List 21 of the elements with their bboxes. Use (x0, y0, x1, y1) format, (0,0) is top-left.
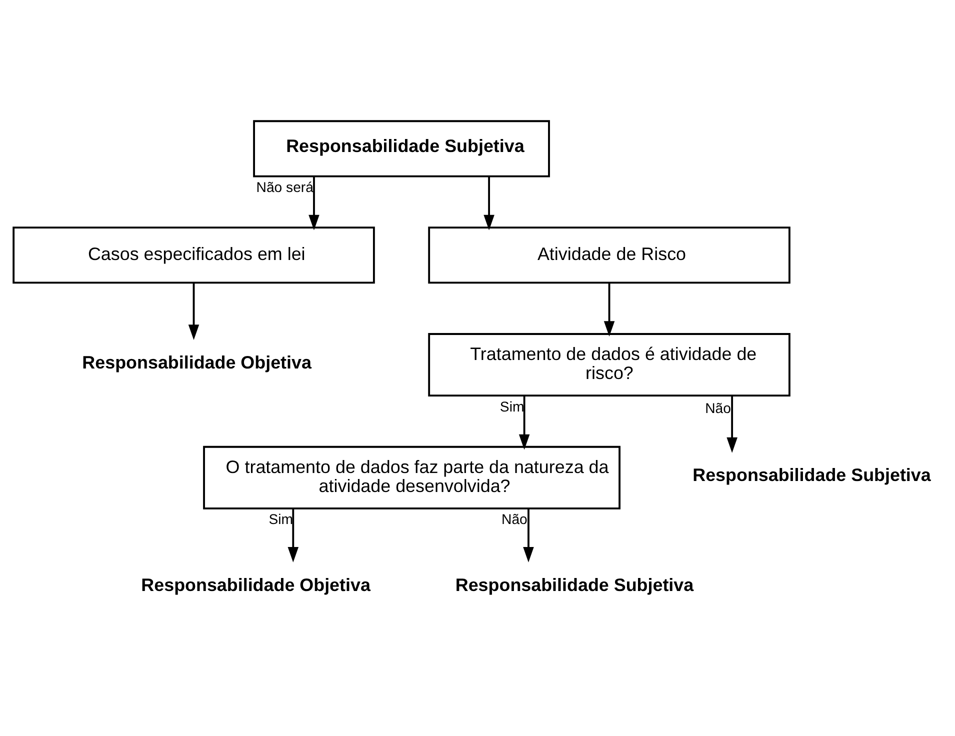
arrow (188, 282, 200, 340)
node-box: Tratamento de dados é atividade de risco? (428, 333, 790, 397)
node-box: Casos especificados em lei (12, 226, 375, 284)
node-text: Responsabilidade Subjetiva (455, 574, 694, 595)
arrow (308, 176, 320, 230)
edge-label: Sim (268, 511, 294, 528)
node-box: O tratamento de dados faz parte da natureza da atividade desenvolvida? (203, 446, 620, 510)
node-box: Responsabilidade Subjetiva (253, 120, 550, 178)
node-text: Responsabilidade Objetiva (141, 574, 370, 595)
node-text: Responsabilidade Subjetiva (692, 465, 931, 486)
arrow (604, 282, 615, 337)
edge-label: Não (502, 511, 528, 528)
edge-label: Não (705, 400, 731, 416)
node-text: Responsabilidade Objetiva (82, 352, 312, 372)
arrow (523, 508, 534, 562)
arrow (288, 508, 299, 562)
arrow (518, 396, 530, 450)
arrow (726, 396, 738, 453)
node-box: Atividade de Risco (428, 226, 790, 284)
edge-label: Sim (500, 398, 524, 414)
arrow (484, 176, 494, 230)
